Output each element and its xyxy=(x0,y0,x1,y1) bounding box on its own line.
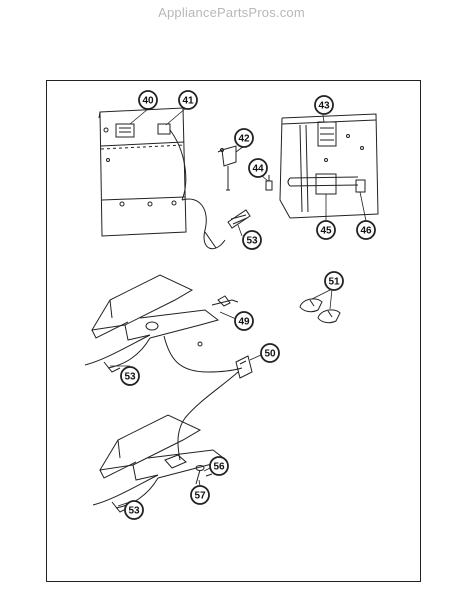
harness-end-53-top xyxy=(227,209,251,229)
svg-text:53: 53 xyxy=(246,236,258,247)
svg-text:45: 45 xyxy=(320,226,332,237)
callout-42: 42 xyxy=(234,128,254,148)
control-panel-left xyxy=(98,107,226,250)
callout-45: 45 xyxy=(316,220,336,240)
callout-49: 49 xyxy=(234,311,254,331)
callout-41: 41 xyxy=(178,90,198,110)
callout-44: 44 xyxy=(248,158,268,178)
control-panel-right xyxy=(279,113,379,219)
callout-43: 43 xyxy=(314,95,334,115)
svg-text:42: 42 xyxy=(238,134,250,145)
svg-text:46: 46 xyxy=(360,226,372,237)
callout-53-middle: 53 xyxy=(120,366,140,386)
callout-40: 40 xyxy=(138,90,158,110)
callout-51: 51 xyxy=(324,271,344,291)
site-watermark: AppliancePartsPros.com xyxy=(158,5,305,20)
svg-text:44: 44 xyxy=(252,164,264,175)
svg-text:53: 53 xyxy=(128,506,140,517)
knobs-51 xyxy=(299,298,341,324)
svg-text:40: 40 xyxy=(142,96,154,107)
svg-text:49: 49 xyxy=(238,317,250,328)
bracket-44 xyxy=(265,175,273,191)
callout-46: 46 xyxy=(356,220,376,240)
burner-assembly-middle xyxy=(84,274,239,373)
svg-text:56: 56 xyxy=(213,462,225,473)
callout-57: 57 xyxy=(190,485,210,505)
svg-text:53: 53 xyxy=(124,372,136,383)
svg-text:57: 57 xyxy=(194,491,206,502)
probe-42 xyxy=(217,145,237,191)
diagram-frame xyxy=(46,80,421,582)
wire-upper xyxy=(163,335,243,373)
leader-lines xyxy=(110,107,367,507)
wire-lower xyxy=(177,371,239,461)
callout-50: 50 xyxy=(260,343,280,363)
callout-53-top: 53 xyxy=(242,230,262,250)
svg-text:50: 50 xyxy=(264,349,276,360)
svg-text:41: 41 xyxy=(182,96,194,107)
svg-text:43: 43 xyxy=(318,101,330,112)
svg-text:51: 51 xyxy=(328,277,340,288)
callout-56: 56 xyxy=(209,456,229,476)
callout-53-bottom: 53 xyxy=(124,500,144,520)
switch-50 xyxy=(235,355,253,379)
